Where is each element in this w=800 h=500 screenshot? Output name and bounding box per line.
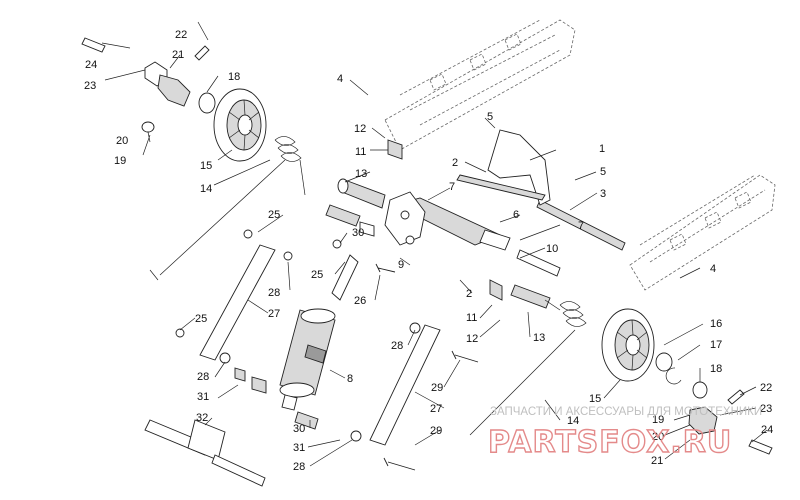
callout-7b: 7 — [578, 220, 584, 232]
callout-2a: 2 — [452, 157, 458, 169]
callout-30a: 30 — [352, 227, 364, 239]
callout-25a: 25 — [268, 209, 280, 221]
shock-absorber — [279, 254, 359, 411]
callout-24a: 24 — [85, 59, 97, 71]
frame-rail-lower — [629, 174, 776, 291]
callout-16: 16 — [710, 318, 722, 330]
callout-20a: 20 — [116, 135, 128, 147]
callout-31a: 31 — [197, 391, 209, 403]
callout-4a: 4 — [337, 73, 343, 85]
watermark-brand: PARTSFOX.RU — [488, 425, 732, 460]
callout-15a: 15 — [200, 160, 212, 172]
callout-15b: 15 — [589, 393, 601, 405]
callout-1: 1 — [599, 143, 605, 155]
callout-7a: 7 — [449, 181, 455, 193]
callout-9: 9 — [398, 259, 404, 271]
idler-wheel-lower — [601, 308, 655, 382]
spacers-washers — [175, 229, 421, 442]
callout-5b: 5 — [600, 166, 606, 178]
frame-rail-upper — [384, 19, 576, 151]
callout-21a: 21 — [172, 49, 184, 61]
callout-18b: 18 — [710, 363, 722, 375]
callout-12a: 12 — [354, 123, 366, 135]
callout-27a: 27 — [268, 308, 280, 320]
callout-29a: 29 — [431, 382, 443, 394]
callout-5a: 5 — [487, 111, 493, 123]
callout-22a: 22 — [175, 29, 187, 41]
callout-23b: 23 — [760, 403, 772, 415]
callout-11b: 11 — [466, 312, 477, 324]
callout-26: 26 — [354, 295, 366, 307]
callout-28c: 28 — [197, 371, 209, 383]
callout-14b: 14 — [567, 415, 579, 427]
callout-13b: 13 — [533, 332, 545, 344]
callout-27b: 27 — [430, 403, 442, 415]
torsion-spring-lower — [469, 299, 587, 436]
link-right — [369, 324, 441, 446]
callout-10: 10 — [546, 243, 558, 255]
callout-32: 32 — [196, 412, 208, 424]
callout-11a: 11 — [355, 146, 366, 158]
callout-22b: 22 — [760, 382, 772, 394]
callout-28b: 28 — [391, 340, 403, 352]
link-left — [199, 244, 276, 361]
callout-28a: 28 — [268, 287, 280, 299]
rear-axle — [144, 419, 266, 487]
callout-18a: 18 — [228, 71, 240, 83]
callout-19b: 19 — [652, 414, 664, 426]
leader-lines — [101, 21, 768, 467]
callout-3: 3 — [600, 188, 606, 200]
link-bolts — [375, 263, 479, 471]
callout-4b: 4 — [710, 263, 716, 275]
cross-shaft-assembly — [325, 139, 626, 309]
torsion-spring-upper — [149, 136, 306, 281]
callout-12b: 12 — [466, 333, 478, 345]
callout-25b: 25 — [311, 269, 323, 281]
watermark-caption: ЗАПЧАСТИ И АКСЕССУАРЫ ДЛЯ МОТОТЕХНИКИ — [490, 406, 762, 418]
callout-29b: 29 — [430, 425, 442, 437]
callout-30b: 30 — [293, 423, 305, 435]
callout-28d: 28 — [293, 461, 305, 473]
callout-20b: 20 — [652, 431, 664, 443]
callout-31b: 31 — [293, 442, 305, 454]
callout-17: 17 — [710, 339, 722, 351]
callout-8: 8 — [347, 373, 353, 385]
callout-6: 6 — [513, 209, 519, 221]
callout-19a: 19 — [114, 155, 126, 167]
callout-23a: 23 — [84, 80, 96, 92]
callout-21b: 21 — [651, 455, 663, 467]
callout-24b: 24 — [761, 424, 773, 436]
callout-2b: 2 — [466, 288, 472, 300]
idler-wheel-upper — [213, 88, 267, 162]
callout-14a: 14 — [200, 183, 212, 195]
upper-bracket-hardware — [81, 37, 216, 133]
callout-13a: 13 — [355, 168, 367, 180]
lower-bracket-hardware — [655, 352, 773, 455]
upper-arm-bracket — [456, 129, 551, 206]
callout-25c: 25 — [195, 313, 207, 325]
